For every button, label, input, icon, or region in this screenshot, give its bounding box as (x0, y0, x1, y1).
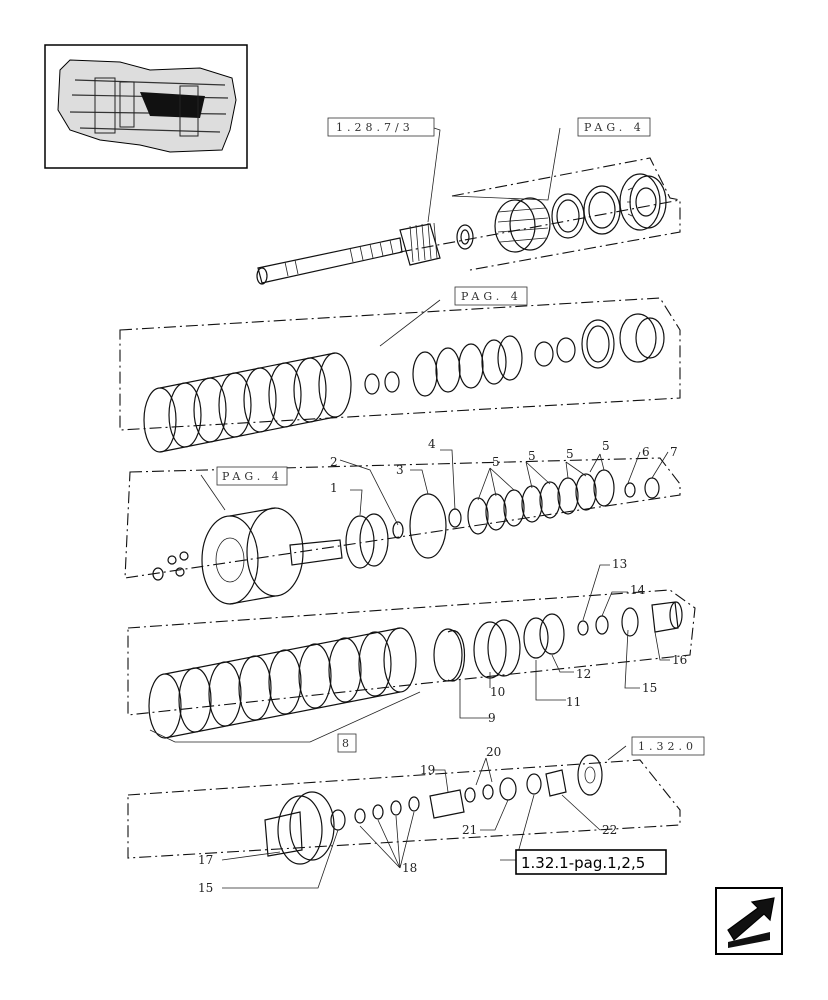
label-1: 1 (330, 481, 338, 495)
ref-8[interactable]: 8 (337, 733, 357, 753)
svg-text:1.32.0: 1.32.0 (638, 740, 697, 753)
label-5a: 5 (492, 455, 500, 469)
svg-text:PAG. 4: PAG. 4 (461, 290, 522, 303)
row-main-shaft (256, 157, 681, 285)
label-18: 18 (402, 861, 417, 875)
label-2: 2 (330, 455, 338, 469)
svg-text:PAG. 4: PAG. 4 (222, 470, 283, 483)
label-4: 4 (428, 437, 436, 451)
row-clutch-pack (119, 297, 681, 453)
clutch-drum (201, 507, 343, 605)
label-14: 14 (630, 583, 646, 597)
svg-text:8: 8 (342, 737, 353, 750)
label-11: 11 (566, 695, 581, 709)
ref-pag4-drum[interactable]: PAG. 4 (216, 466, 288, 486)
svg-text:PAG. 4: PAG. 4 (584, 121, 645, 134)
label-21: 21 (462, 823, 477, 837)
leader-lines (149, 127, 670, 889)
label-9: 9 (488, 711, 496, 725)
label-5c: 5 (566, 447, 574, 461)
label-22: 22 (602, 823, 617, 837)
ref-1-32-1-pag[interactable]: 1.32.1-pag.1,2,5 (515, 849, 667, 875)
label-7: 7 (670, 445, 678, 459)
label-17: 17 (198, 853, 213, 867)
svg-text:1.32.1-pag.1,2,5: 1.32.1-pag.1,2,5 (521, 854, 645, 872)
clutch-plates-stack-2 (148, 627, 417, 739)
transmission-thumbnail-icon[interactable] (44, 44, 248, 169)
part-labels: 1 2 3 4 5 5 5 5 6 7 9 10 11 12 13 14 15 … (198, 437, 687, 895)
gear-shaft-teeth (409, 222, 438, 263)
belleville-springs (412, 335, 523, 397)
gear-plate (577, 754, 603, 796)
label-13: 13 (612, 557, 627, 571)
label-5d: 5 (602, 439, 610, 453)
label-5b: 5 (528, 449, 536, 463)
ref-pag4-mid[interactable]: PAG. 4 (454, 286, 528, 306)
gear-17 (264, 791, 335, 865)
label-19: 19 (420, 763, 435, 777)
piston-1 (345, 513, 389, 569)
gear-10 (473, 619, 521, 679)
label-15b: 15 (198, 881, 213, 895)
label-16: 16 (672, 653, 687, 667)
next-page-arrow-icon[interactable] (715, 887, 783, 955)
label-6: 6 (642, 445, 650, 459)
sleeve-19 (429, 789, 465, 819)
label-15a: 15 (642, 681, 657, 695)
label-12: 12 (576, 667, 591, 681)
ref-1-28-7-3[interactable]: 1.28.7/3 (327, 117, 435, 137)
svg-text:1.28.7/3: 1.28.7/3 (336, 121, 414, 134)
gear-pinion (494, 197, 551, 253)
label-20: 20 (486, 745, 501, 759)
label-3: 3 (396, 463, 404, 477)
row-clutch-pack-2 (127, 589, 696, 739)
gear-large (619, 173, 667, 231)
row-clutch-drum (124, 457, 681, 605)
ref-pag4-top[interactable]: PAG. 4 (577, 117, 651, 137)
label-10: 10 (490, 685, 505, 699)
row-output-shaft (127, 754, 681, 865)
ref-1-32-0[interactable]: 1.32.0 (631, 736, 705, 756)
clutch-discs-5 (467, 469, 615, 535)
clutch-plates-stack (143, 352, 352, 453)
